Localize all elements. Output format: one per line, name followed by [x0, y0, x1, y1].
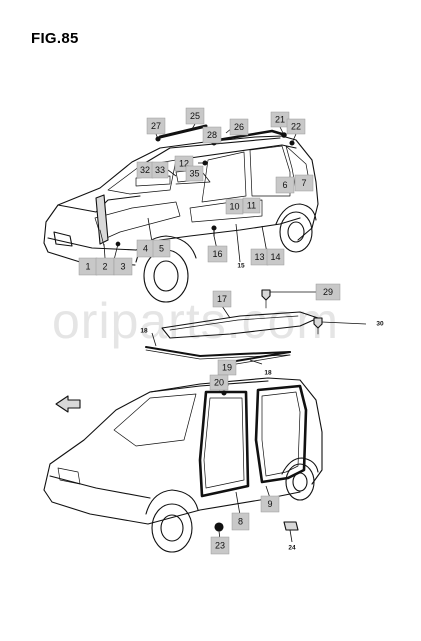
- callout-28: 28: [202, 126, 222, 144]
- direction-arrow-icon: [55, 395, 81, 413]
- callout-11: 11: [242, 197, 261, 214]
- watermark-text: oriparts.com: [52, 293, 339, 349]
- svg-text:23: 23: [215, 541, 225, 551]
- callout-16: 16: [207, 245, 228, 263]
- svg-text:32: 32: [140, 165, 150, 175]
- callout-6: 6: [275, 176, 295, 194]
- svg-text:12: 12: [179, 159, 189, 169]
- label-24: 24: [288, 545, 296, 552]
- callout-25: 25: [185, 107, 205, 125]
- svg-text:21: 21: [275, 115, 285, 125]
- svg-text:5: 5: [159, 244, 164, 254]
- callout-17: 17: [212, 290, 232, 308]
- callout-5: 5: [152, 239, 171, 258]
- headliner-parts-illustration: [145, 289, 323, 366]
- svg-text:27: 27: [151, 121, 161, 131]
- callout-35: 35: [185, 165, 204, 182]
- callout-26: 26: [229, 118, 249, 136]
- svg-text:33: 33: [155, 165, 165, 175]
- svg-text:29: 29: [323, 287, 333, 297]
- svg-text:14: 14: [270, 252, 280, 262]
- svg-text:1: 1: [85, 262, 90, 272]
- figure-title: FIG.85: [31, 30, 79, 47]
- label-30: 30: [376, 321, 384, 328]
- callout-14: 14: [266, 248, 285, 266]
- svg-text:10: 10: [229, 202, 239, 212]
- svg-text:6: 6: [282, 180, 287, 190]
- svg-text:7: 7: [301, 178, 306, 188]
- callout-21: 21: [270, 111, 290, 128]
- callout-29: 29: [315, 283, 341, 301]
- callout-2: 2: [95, 257, 115, 276]
- svg-text:4: 4: [143, 244, 148, 254]
- callout-22: 22: [286, 118, 306, 135]
- svg-text:8: 8: [238, 517, 243, 527]
- svg-text:35: 35: [189, 169, 199, 179]
- callout-32: 32: [136, 161, 154, 179]
- callouts: 27 25 28 26 21 22 12 32 33 35 6 7 10 11 …: [78, 107, 341, 555]
- svg-text:3: 3: [120, 262, 125, 272]
- lower-car-illustration: [43, 377, 323, 553]
- callout-10: 10: [225, 198, 244, 215]
- svg-text:17: 17: [217, 294, 227, 304]
- svg-text:20: 20: [214, 378, 224, 388]
- callout-19: 19: [217, 359, 237, 376]
- callout-27: 27: [146, 117, 166, 135]
- callout-1: 1: [78, 257, 98, 276]
- callout-13: 13: [250, 248, 269, 266]
- upper-car-illustration: [43, 124, 319, 303]
- svg-text:16: 16: [212, 249, 222, 259]
- callout-7: 7: [294, 174, 314, 192]
- callout-3: 3: [113, 257, 133, 276]
- svg-text:19: 19: [222, 363, 232, 373]
- callout-20: 20: [209, 374, 229, 391]
- svg-text:25: 25: [190, 111, 200, 121]
- svg-text:11: 11: [247, 201, 256, 211]
- svg-text:28: 28: [207, 130, 217, 140]
- callout-9: 9: [260, 495, 280, 513]
- svg-text:9: 9: [267, 499, 272, 509]
- svg-text:26: 26: [234, 122, 244, 132]
- callout-8: 8: [231, 512, 250, 531]
- svg-text:13: 13: [254, 252, 264, 262]
- callout-23: 23: [210, 536, 230, 555]
- callout-4: 4: [136, 239, 155, 258]
- callout-33: 33: [151, 161, 169, 179]
- svg-text:2: 2: [102, 262, 107, 272]
- label-18-right: 18: [264, 370, 272, 377]
- plain-labels: 15 30 18 18 24: [140, 263, 384, 552]
- svg-text:22: 22: [291, 122, 301, 132]
- label-15: 15: [237, 263, 245, 270]
- label-18-left: 18: [140, 328, 148, 335]
